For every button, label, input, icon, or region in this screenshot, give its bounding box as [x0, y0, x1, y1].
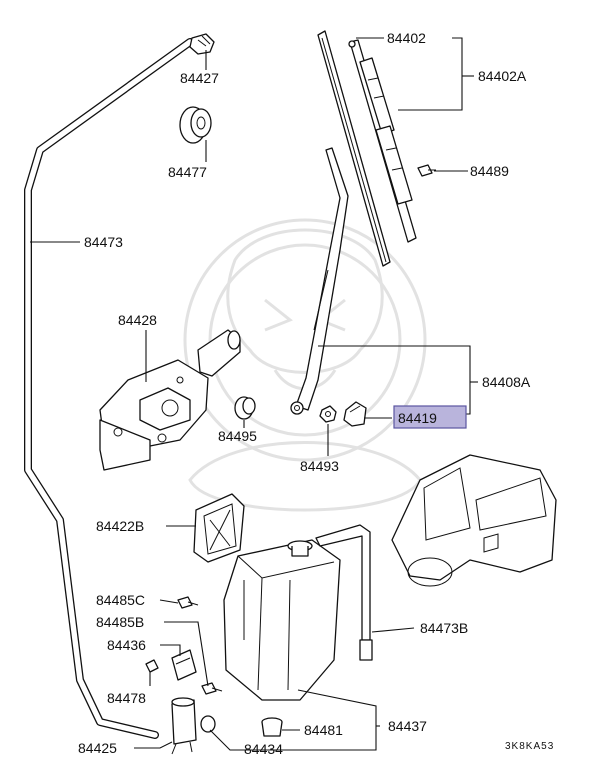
- blade-refill-84402A: [348, 39, 417, 243]
- label-84485B: 84485B: [96, 614, 144, 630]
- cover-84422B: [193, 493, 245, 563]
- washer-pump-84425: [171, 697, 197, 755]
- leader-lines: [30, 37, 478, 751]
- wiper-motor-84428: [99, 329, 241, 471]
- label-84489: 84489: [470, 163, 509, 179]
- label-84436: 84436: [107, 637, 146, 653]
- label-84473B: 84473B: [420, 620, 468, 636]
- filler-cap-84481: [261, 717, 283, 737]
- cap-84419: [343, 401, 367, 427]
- washer-hose-84473: [24, 38, 194, 739]
- grommet-84434: [200, 715, 216, 733]
- label-84495: 84495: [218, 428, 257, 444]
- label-84402A: 84402A: [478, 68, 527, 84]
- screw-84485B: [201, 682, 223, 695]
- wiper-arm-84408A: [290, 147, 349, 415]
- label-84437: 84437: [388, 718, 427, 734]
- hose-clip-84427: [189, 33, 215, 55]
- nut-84478: [145, 659, 159, 673]
- highlight-box-84419: [393, 405, 467, 429]
- label-84422B: 84422B: [96, 518, 144, 534]
- vehicle-outline: [391, 454, 557, 587]
- label-84425: 84425: [78, 740, 117, 756]
- grommet-84477: [179, 106, 212, 144]
- label-84477: 84477: [168, 164, 207, 180]
- bracket-84436: [171, 649, 197, 681]
- label-84402: 84402: [387, 30, 426, 46]
- label-84434: 84434: [244, 741, 283, 757]
- label-84478: 84478: [107, 690, 146, 706]
- label-84485C: 84485C: [96, 592, 145, 608]
- label-84493: 84493: [300, 458, 339, 474]
- nut-84493: [319, 405, 337, 423]
- label-84408A: 84408A: [482, 374, 531, 390]
- label-84419[interactable]: 84419: [398, 410, 437, 426]
- screw-84489: [417, 164, 436, 177]
- screw-84485C: [177, 596, 199, 609]
- label-84428: 84428: [118, 312, 157, 328]
- label-84473: 84473: [84, 234, 123, 250]
- reservoir-tank-84437: [223, 524, 373, 701]
- wiper-blade-84402: [317, 30, 391, 267]
- label-84481: 84481: [304, 722, 343, 738]
- grommet-84495: [234, 396, 256, 420]
- figure-code: 3K8KA53: [505, 741, 554, 752]
- label-84427: 84427: [180, 70, 219, 86]
